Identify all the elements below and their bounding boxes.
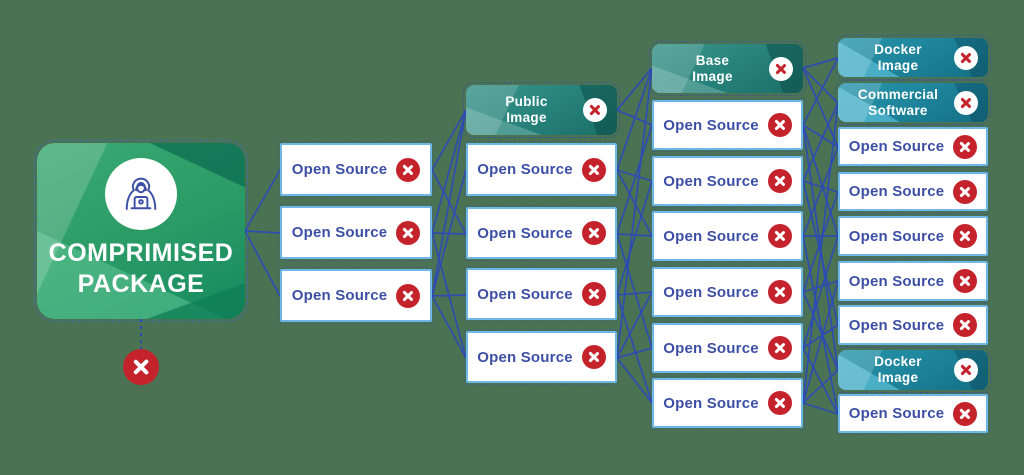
open-source-c1: Open Source <box>650 98 805 152</box>
open-source-c5-label: Open Source <box>663 339 759 357</box>
open-source-c3-label: Open Source <box>663 227 759 245</box>
open-source-d1-label: Open Source <box>848 138 945 155</box>
hacker-icon <box>105 158 177 230</box>
open-source-b2-label: Open Source <box>477 224 573 242</box>
package-title-line1: COMPRIMISED <box>48 239 234 267</box>
x-icon <box>396 283 421 308</box>
open-source-d4: Open Source <box>836 259 990 303</box>
open-source-d3: Open Source <box>836 214 990 258</box>
x-icon <box>953 134 978 159</box>
open-source-a3-label: Open Source <box>291 287 388 304</box>
open-source-d6-label: Open Source <box>848 405 945 422</box>
open-source-d1: Open Source <box>836 125 990 168</box>
x-icon <box>953 179 978 204</box>
open-source-d2-label: Open Source <box>848 183 945 200</box>
open-source-c5: Open Source <box>650 321 805 375</box>
open-source-d2: Open Source <box>836 170 990 213</box>
x-icon <box>581 345 606 369</box>
open-source-b4: Open Source <box>464 329 619 385</box>
open-source-c4: Open Source <box>650 265 805 319</box>
open-source-d5: Open Source <box>836 303 990 347</box>
open-source-c4-label: Open Source <box>663 283 759 301</box>
x-icon <box>396 157 421 182</box>
open-source-c3: Open Source <box>650 209 805 263</box>
open-source-b3: Open Source <box>464 266 619 322</box>
x-icon <box>583 98 607 122</box>
open-source-a3: Open Source <box>278 267 434 324</box>
x-icon <box>581 282 606 306</box>
x-icon <box>954 358 978 382</box>
x-icon <box>953 224 978 248</box>
x-icon <box>396 220 421 245</box>
open-source-d3-label: Open Source <box>848 227 945 245</box>
open-source-b1-label: Open Source <box>477 161 573 178</box>
open-source-c2-label: Open Source <box>663 172 759 190</box>
x-icon <box>581 157 606 182</box>
open-source-a1-label: Open Source <box>291 161 388 178</box>
compromised-package-card: COMPRIMISED PACKAGE <box>34 140 248 322</box>
open-source-b4-label: Open Source <box>477 348 573 366</box>
package-title-line2: PACKAGE <box>77 269 205 298</box>
x-icon <box>767 224 792 248</box>
package-title: COMPRIMISED PACKAGE <box>49 238 234 299</box>
open-source-d6: Open Source <box>836 392 990 435</box>
open-source-c6-label: Open Source <box>663 394 759 412</box>
open-source-a1: Open Source <box>278 141 434 198</box>
x-icon <box>953 313 978 337</box>
x-icon <box>954 45 978 70</box>
x-icon <box>767 391 792 415</box>
open-source-c1-label: Open Source <box>663 116 759 134</box>
open-source-b2: Open Source <box>464 205 619 261</box>
compromised-x-badge <box>123 349 159 385</box>
open-source-a2-label: Open Source <box>291 224 388 241</box>
x-icon <box>769 56 793 81</box>
open-source-b3-label: Open Source <box>477 285 573 303</box>
open-source-b1: Open Source <box>464 141 619 198</box>
open-source-a2: Open Source <box>278 204 434 261</box>
x-icon <box>767 113 792 137</box>
open-source-c2: Open Source <box>650 154 805 208</box>
x-icon <box>767 280 792 304</box>
open-source-c6: Open Source <box>650 376 805 430</box>
x-icon <box>954 90 978 115</box>
x-icon <box>581 221 606 245</box>
open-source-d5-label: Open Source <box>848 316 945 334</box>
x-icon <box>953 401 978 426</box>
x-icon <box>953 269 978 293</box>
x-icon <box>767 169 792 193</box>
x-icon <box>767 336 792 360</box>
open-source-d4-label: Open Source <box>848 272 945 290</box>
